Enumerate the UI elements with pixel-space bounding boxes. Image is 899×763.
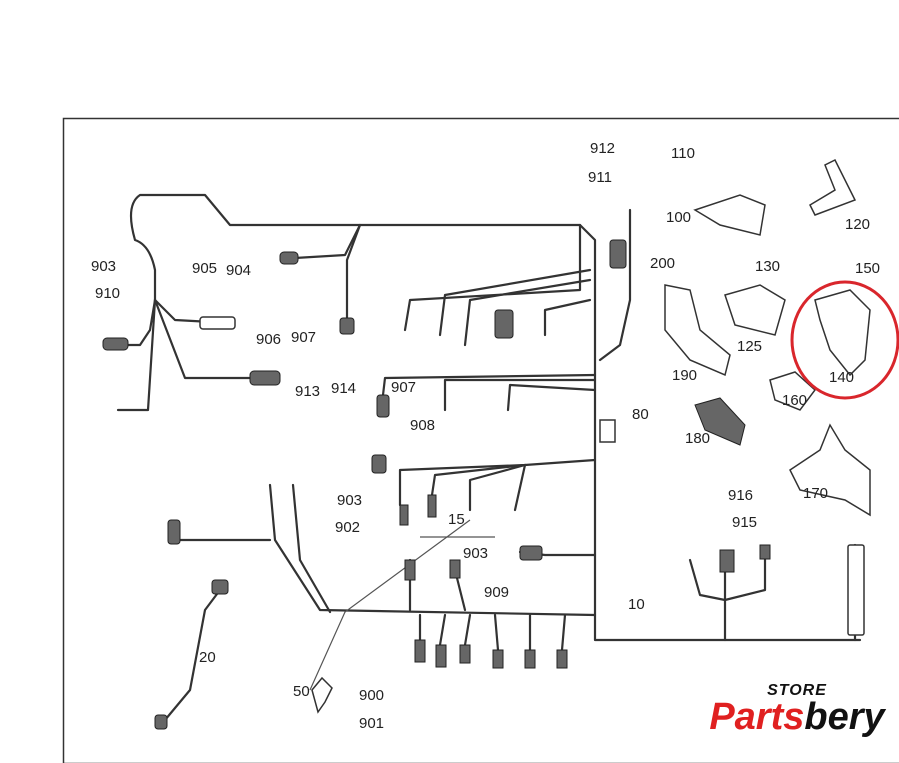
label-180: 180: [685, 430, 710, 447]
part-125: [724, 284, 786, 336]
part-50: [311, 676, 333, 714]
label-907a: 907: [291, 329, 316, 346]
label-904: 904: [226, 262, 251, 279]
label-911: 911: [588, 169, 612, 186]
label-910: 910: [95, 285, 120, 302]
label-15: 15: [448, 511, 465, 528]
label-150: 150: [855, 260, 880, 277]
part-160: [769, 371, 817, 411]
label-902: 902: [335, 519, 360, 536]
part-190: [664, 284, 731, 377]
logo-brand-red: Parts: [709, 696, 805, 738]
label-914: 914: [331, 380, 356, 397]
label-909: 909: [484, 584, 509, 601]
part-labels: 912 911 110 100 120 903 910 905 904 906 …: [91, 140, 880, 732]
brackets: [311, 158, 871, 714]
label-903b: 903: [337, 492, 362, 509]
label-190: 190: [672, 367, 697, 384]
logo-brand: Partsbery: [697, 698, 897, 736]
label-10: 10: [628, 596, 645, 613]
label-901: 901: [359, 715, 384, 732]
label-912: 912: [590, 140, 615, 157]
label-170: 170: [803, 485, 828, 502]
label-916: 916: [728, 487, 753, 504]
logo-store-text: STORE: [767, 682, 827, 699]
label-110: 110: [671, 145, 695, 162]
label-905: 905: [192, 260, 217, 277]
label-900: 900: [359, 687, 384, 704]
partsbery-logo: STORE Partsbery: [697, 674, 897, 760]
label-200: 200: [650, 255, 675, 272]
part-120: [809, 158, 857, 216]
label-130: 130: [755, 258, 780, 275]
label-915: 915: [732, 514, 757, 531]
part-170: [789, 423, 871, 517]
label-908: 908: [410, 417, 435, 434]
part-140: [814, 289, 871, 377]
harness-wires: [113, 193, 862, 722]
label-906: 906: [256, 331, 281, 348]
connectors: [102, 239, 865, 730]
label-913: 913: [295, 383, 320, 400]
label-140: 140: [829, 369, 854, 386]
highlight-circle: [790, 280, 899, 400]
label-903c: 903: [463, 545, 488, 562]
label-80: 80: [632, 406, 649, 423]
label-20: 20: [199, 649, 216, 666]
label-125: 125: [737, 338, 762, 355]
label-50: 50: [293, 683, 310, 700]
part-80: [599, 419, 616, 443]
diagram-frame: [62, 117, 899, 763]
label-120: 120: [845, 216, 870, 233]
label-160: 160: [782, 392, 807, 409]
part-180: [694, 397, 746, 446]
label-100: 100: [666, 209, 691, 226]
part-100: [693, 194, 766, 236]
label-903a: 903: [91, 258, 116, 275]
label-907b: 907: [391, 379, 416, 396]
logo-brand-black: bery: [804, 696, 885, 738]
